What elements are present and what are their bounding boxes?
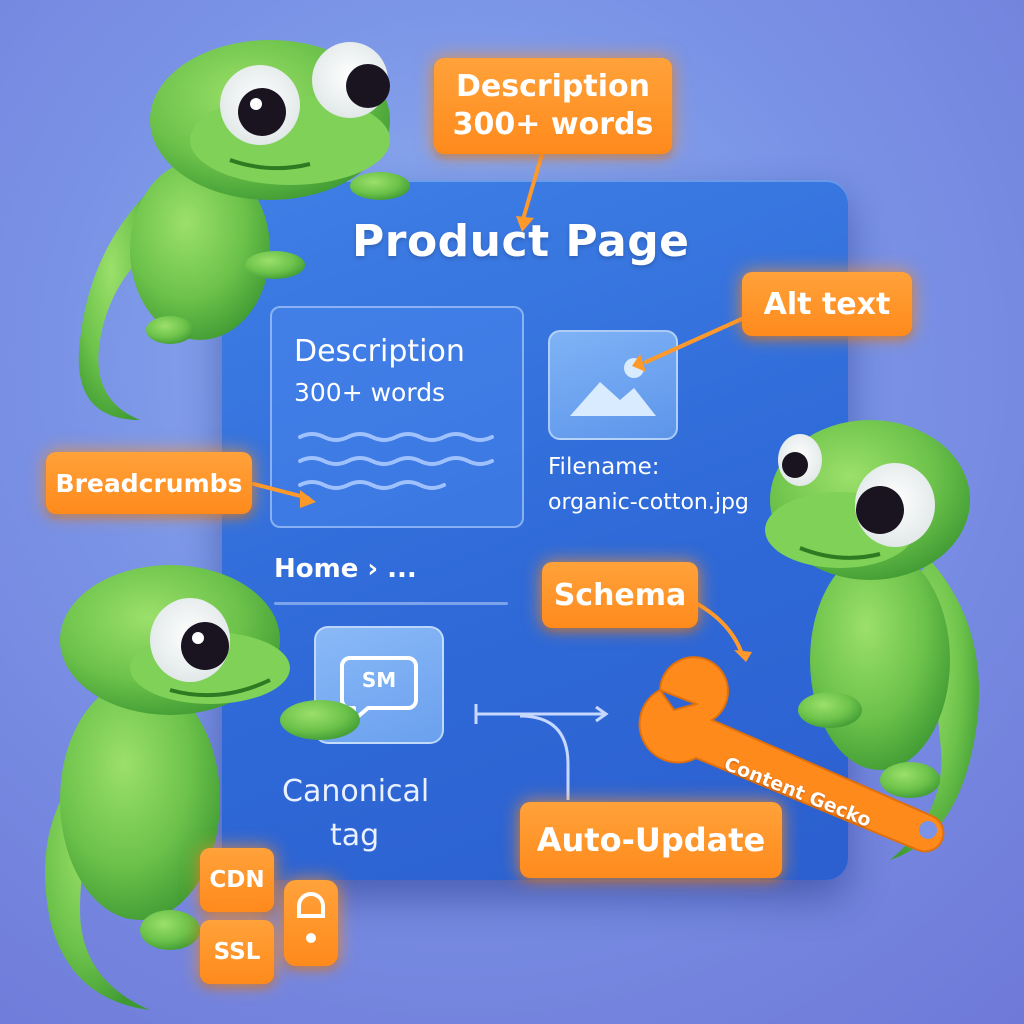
callout-description-line2: 300+ words — [452, 107, 654, 142]
filename-label: Filename: — [548, 454, 660, 480]
callout-auto-update: Auto-Update — [520, 802, 782, 878]
callout-schema: Schema — [542, 562, 698, 628]
callout-alt-text: Alt text — [742, 272, 912, 336]
callout-ssl: SSL — [200, 920, 274, 984]
breadcrumb: Home › ... — [274, 554, 417, 584]
callout-lock — [284, 880, 338, 966]
callout-description: Description 300+ words — [434, 58, 672, 154]
image-icon — [570, 358, 656, 416]
description-subtitle: 300+ words — [294, 378, 446, 407]
lock-icon — [297, 892, 325, 943]
chat-icon — [340, 656, 418, 722]
filename-value: organic-cotton.jpg — [548, 490, 749, 515]
canonical-label-line1: Canonical — [282, 774, 430, 809]
callout-description-line1: Description — [455, 69, 651, 104]
callout-cdn: CDN — [200, 848, 274, 912]
divider — [274, 602, 508, 605]
canonical-label-line2: tag — [330, 818, 380, 853]
canonical-tile: SM — [314, 626, 444, 744]
page-title: Product Page — [352, 216, 690, 267]
callout-breadcrumbs: Breadcrumbs — [46, 452, 252, 514]
sm-badge-text: SM — [361, 668, 397, 692]
image-placeholder-tile — [548, 330, 678, 440]
description-title: Description — [294, 334, 465, 369]
